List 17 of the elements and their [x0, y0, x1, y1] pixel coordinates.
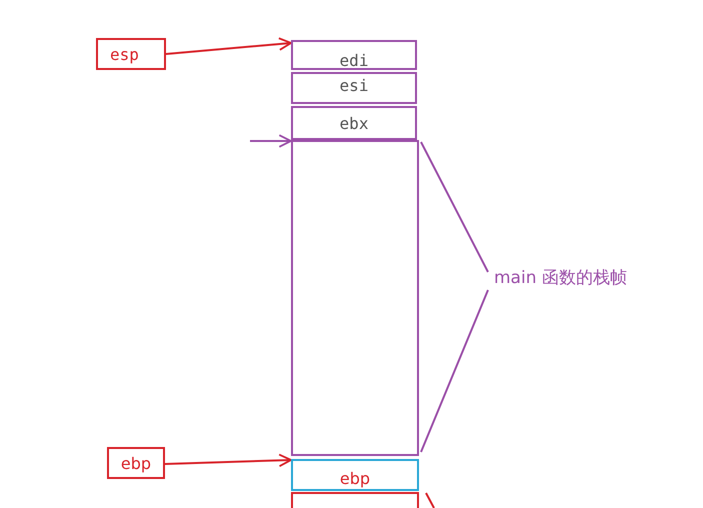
stack-slot	[291, 459, 419, 491]
register-name: ebp	[340, 468, 370, 488]
register-name: ebx	[340, 114, 368, 132]
register-name: edi	[340, 50, 368, 70]
register-label-box	[107, 447, 165, 479]
frame-label: main 函数的栈帧	[494, 267, 627, 289]
register-name: esi	[340, 76, 368, 94]
arrow	[164, 454, 292, 468]
register-name: ebp	[120, 454, 152, 472]
stack-slot	[291, 106, 417, 140]
stack-slot	[291, 40, 417, 70]
arrow	[166, 37, 292, 55]
register-label-box	[96, 38, 166, 70]
stack-frame-box	[291, 140, 419, 456]
stack-slot	[291, 72, 417, 104]
arrow	[250, 134, 292, 148]
register-name: esp	[110, 44, 139, 64]
